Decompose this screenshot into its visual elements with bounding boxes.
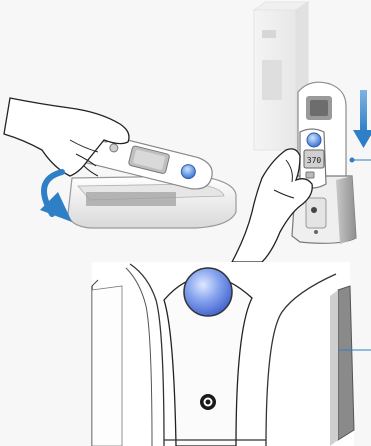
thermometer-button-right [307,133,321,147]
left-scene [4,98,236,228]
callout-line-top [350,158,371,163]
right-scene: 370 [232,82,371,262]
closeup-device [92,262,371,446]
large-blue-button [184,268,232,316]
display-reading: 370 [307,156,322,165]
curved-arrow-icon [40,172,72,222]
down-arrow-icon [353,90,371,148]
